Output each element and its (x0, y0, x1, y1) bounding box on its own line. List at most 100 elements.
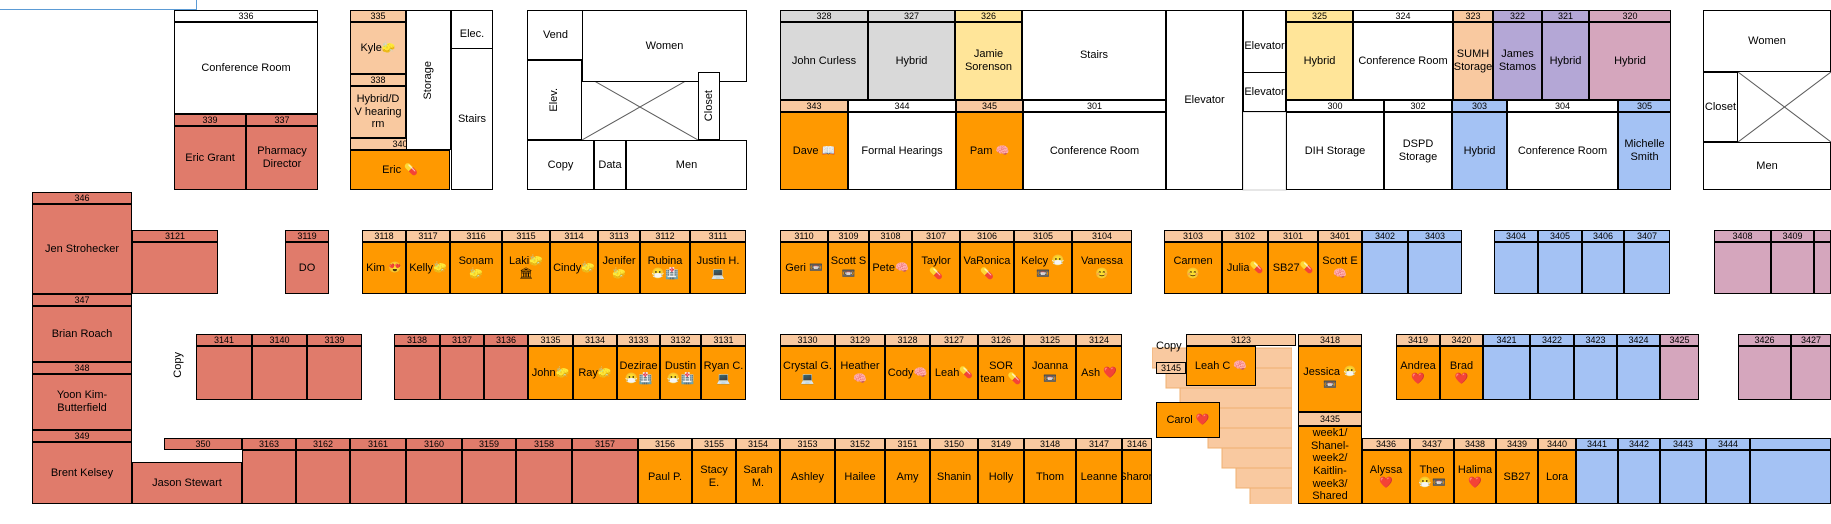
room-number: 3409 (1771, 230, 1814, 242)
room-cell: Taylor 💊 (912, 242, 960, 294)
room-label: Conference Room (1049, 144, 1140, 157)
room-number: 3104 (1072, 230, 1132, 242)
room-number: 3157 (572, 438, 638, 450)
room-label: Closet (1704, 100, 1737, 113)
stair-step (1249, 487, 1292, 504)
room-number: 3147 (1076, 438, 1122, 450)
room-number-text: 321 (1557, 10, 1574, 21)
room-cell: Elevator (1166, 10, 1243, 190)
room-cell: Ash ❤️ (1076, 346, 1122, 400)
room-number-text: 320 (1622, 10, 1638, 21)
room-label: Pharmacy Director (257, 145, 307, 170)
room-cell: Holly (978, 450, 1024, 504)
room-number-text: 3441 (1586, 438, 1608, 449)
room-cell (1494, 242, 1538, 294)
room-number: 3443 (1660, 438, 1706, 450)
room-number-text: 3128 (897, 334, 918, 345)
room-number (1750, 438, 1831, 450)
room-number-text: 3154 (747, 438, 769, 449)
room-number-text: 3150 (943, 438, 965, 449)
room-label: Paul P. (647, 470, 683, 483)
room-number-text: 3163 (258, 438, 280, 449)
room-label: Copy (547, 158, 574, 171)
room-number-text: 3442 (1628, 438, 1650, 449)
room-cell (516, 450, 572, 504)
room-cell: Data (594, 140, 626, 190)
room-label (1559, 267, 1561, 269)
room-cell: Pete🧠 (869, 242, 912, 294)
room-cell: Becky-week1/ Shanel-week2/ Kaitlin-week3… (1298, 426, 1362, 504)
room-cell (1618, 450, 1660, 504)
room-number: 344 (848, 100, 956, 112)
room-label: Halima ❤️ (1457, 464, 1493, 489)
room-number-text: 3103 (1182, 230, 1204, 241)
room-number: 3105 (1014, 230, 1072, 242)
room-cell (132, 242, 218, 294)
room-number: 3102 (1222, 230, 1268, 242)
room-number-text: 327 (903, 10, 920, 21)
room-cell: Sharon (1122, 450, 1152, 504)
room-number-text: 3129 (849, 334, 871, 345)
room-number: 3162 (296, 438, 350, 450)
room-number-text: 322 (1509, 10, 1526, 21)
room-number-text: 345 (981, 100, 998, 111)
room-number-text: 337 (274, 114, 290, 125)
room-number: 327 (868, 10, 955, 22)
room-number: 324 (1353, 10, 1453, 22)
room-number-text: 3141 (213, 334, 235, 345)
room-cell: Kim 😍 (362, 242, 406, 294)
room-number: 3438 (1454, 438, 1496, 450)
room-cell: Lora (1538, 450, 1576, 504)
room-number: 3140 (252, 334, 307, 346)
room-number: 3123 (1186, 334, 1296, 346)
room-number-text: 3425 (1669, 334, 1690, 345)
room-label (433, 476, 435, 478)
room-number: 3437 (1410, 438, 1454, 450)
room-cell: Sonam🧽 (450, 242, 502, 294)
room-number-text: 344 (894, 100, 910, 111)
room-cell (1362, 242, 1408, 294)
room-label: Men (1756, 159, 1778, 172)
room-number: 3109 (828, 230, 869, 242)
room-number-text: 3124 (1088, 334, 1110, 345)
room-number-text: 302 (1410, 100, 1426, 111)
room-number: 3130 (780, 334, 835, 346)
room-label: Data (598, 158, 622, 171)
room-number-text: 328 (816, 10, 832, 21)
room-number: 300 (1286, 100, 1384, 112)
room-number-text: 3435 (1319, 413, 1341, 424)
room-cell: Elev. (527, 60, 582, 140)
room-label (1646, 267, 1648, 269)
room-cell: Dezirae 😷🏥 (617, 346, 660, 400)
room-label (488, 476, 490, 478)
room-label: Hybrid (1303, 54, 1336, 67)
room-label: Women (1748, 34, 1786, 47)
room-label: Cody🧠 (887, 366, 928, 379)
room-cell: Men (1703, 142, 1831, 190)
room-number-text: 3427 (1800, 334, 1822, 345)
room-label (1792, 267, 1794, 269)
room-number-text: 338 (370, 74, 386, 85)
room-label: Justin H. 💻 (696, 255, 740, 280)
room-number: 328 (780, 10, 868, 22)
room-label: Men (675, 158, 698, 171)
room-number: 3119 (285, 230, 329, 242)
room-number: 302 (1384, 100, 1452, 112)
room-number-text: 300 (1327, 100, 1343, 111)
room-number: 3163 (242, 438, 296, 450)
room-number: 3151 (885, 438, 930, 450)
room-cell: Hybrid/D V hearing rm (350, 86, 406, 138)
room-cell: Ryan C.💻 (701, 346, 746, 400)
room-label: Stacy E. (700, 464, 728, 489)
room-number: 3113 (598, 230, 640, 242)
room-cell: Elevator (1243, 72, 1286, 112)
room-number: 3435 (1298, 412, 1362, 426)
room-cell: Stairs (451, 48, 493, 190)
room-cell: Hybrid (1286, 22, 1353, 100)
room-number-text: 3407 (1636, 230, 1658, 241)
room-number-text: 3160 (423, 438, 445, 449)
room-cell: Brent Kelsey (32, 442, 132, 504)
room-cell: DSPD Storage (1384, 112, 1452, 190)
room-number-text: 3102 (1234, 230, 1256, 241)
room-number-text: 336 (238, 10, 254, 21)
